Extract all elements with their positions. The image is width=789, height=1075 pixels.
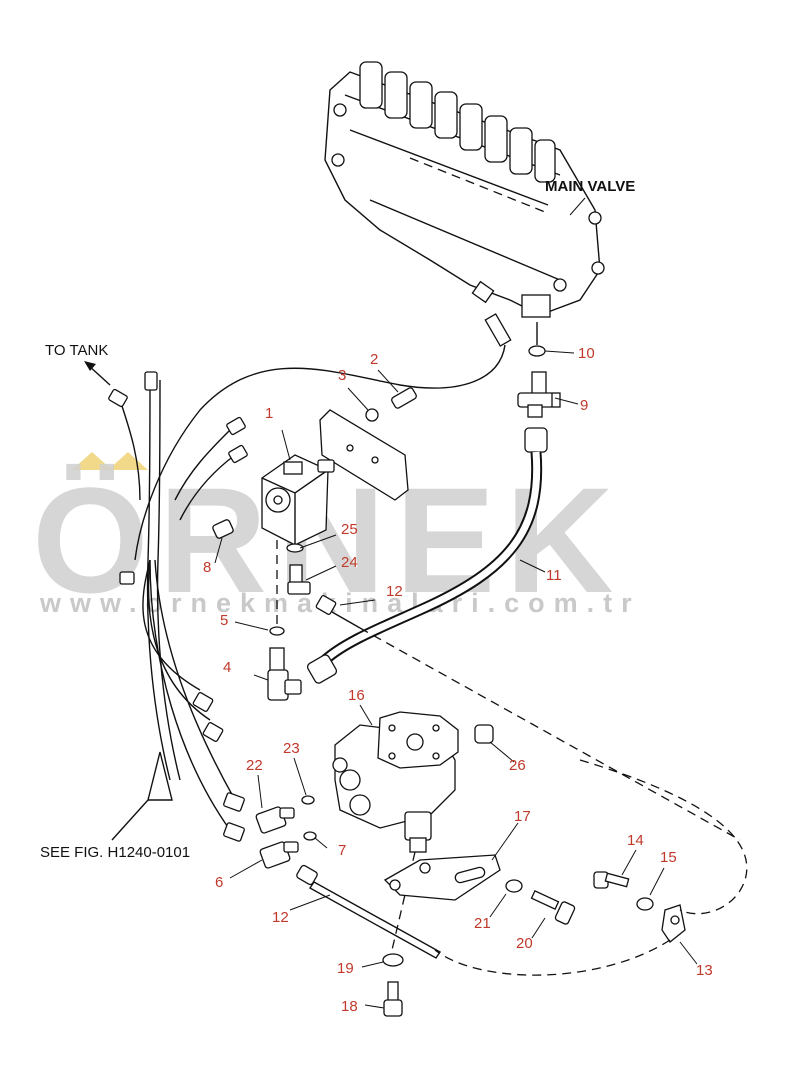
- valve-port: [521, 294, 551, 318]
- o-ring-25: [286, 543, 304, 553]
- hose-11: [306, 427, 548, 684]
- plug-8: [212, 519, 234, 539]
- part-label-26: 26: [509, 757, 526, 774]
- part-label-12-lower: 12: [272, 909, 289, 926]
- tee-fitting-9: [517, 371, 561, 418]
- part-label-1: 1: [265, 405, 273, 422]
- elbow-fitting-6: [259, 841, 299, 869]
- part-label-5: 5: [220, 612, 228, 629]
- elbow-fitting-22: [255, 806, 295, 834]
- main-valve: [324, 61, 605, 318]
- see-fig-leader: [111, 751, 173, 841]
- washer-19: [382, 953, 404, 967]
- steering-unit-16: [332, 711, 459, 853]
- part-label-24: 24: [341, 554, 358, 571]
- o-ring-7: [303, 831, 317, 841]
- part-label-4: 4: [223, 659, 231, 676]
- part-label-18: 18: [341, 998, 358, 1015]
- mounting-bracket: [319, 387, 417, 501]
- washer-15: [636, 897, 654, 911]
- bolt-12-upper: [315, 595, 361, 629]
- washer-21: [505, 879, 523, 893]
- elbow-fitting-24: [287, 564, 311, 595]
- part-label-20: 20: [516, 935, 533, 952]
- clamp-13: [661, 904, 686, 943]
- part-label-3: 3: [338, 367, 346, 384]
- bolt-14: [593, 871, 630, 889]
- bolt-12-lower: [296, 864, 442, 959]
- part-label-9: 9: [580, 397, 588, 414]
- leader-lines: [214, 350, 698, 1009]
- to-tank-arrow: [84, 361, 111, 386]
- part-label-6: 6: [215, 874, 223, 891]
- o-ring-5: [269, 626, 285, 636]
- part-label-2: 2: [370, 351, 378, 368]
- part-label-23: 23: [283, 740, 300, 757]
- to-tank-caption: TO TANK: [45, 342, 108, 359]
- part-label-11: 11: [546, 567, 562, 584]
- valve-spools: [359, 61, 556, 183]
- part-label-19: 19: [337, 960, 354, 977]
- part-label-17: 17: [514, 808, 531, 825]
- watermark-accent-left: [72, 452, 112, 470]
- o-ring-23: [301, 795, 315, 805]
- part-label-14: 14: [627, 832, 644, 849]
- watermark-url: www.ornekmakinalari.com.tr: [39, 588, 641, 618]
- main-valve-caption: MAIN VALVE: [545, 178, 635, 195]
- bracket-17: [383, 854, 501, 901]
- hose-harness: [108, 371, 248, 842]
- part-label-21: 21: [474, 915, 491, 932]
- part-label-7: 7: [338, 842, 346, 859]
- part-labels: 1 2 3 4 5 6 7 8 9 10 11 12 12 13 14 15 1…: [203, 345, 713, 1015]
- valve-bolts: [331, 103, 605, 292]
- relief-valve-block-1: [261, 454, 335, 546]
- part-label-10: 10: [578, 345, 595, 362]
- part-label-16: 16: [348, 687, 365, 704]
- plug-26: [474, 724, 494, 744]
- bolt-20: [530, 890, 576, 925]
- part-label-8: 8: [203, 559, 211, 576]
- watermark: ÖRNEK www.ornekmakinalari.com.tr: [32, 452, 641, 624]
- o-ring-10: [528, 345, 546, 357]
- bolt-18: [383, 981, 403, 1017]
- part-label-25: 25: [341, 521, 358, 538]
- valve-outlet-fitting: [471, 280, 512, 347]
- part-label-12-upper: 12: [386, 583, 403, 600]
- part-label-15: 15: [660, 849, 677, 866]
- see-fig-caption: SEE FIG. H1240-0101: [40, 844, 190, 861]
- part-label-13: 13: [696, 962, 713, 979]
- elbow-fitting-4: [267, 647, 302, 701]
- part-label-22: 22: [246, 757, 263, 774]
